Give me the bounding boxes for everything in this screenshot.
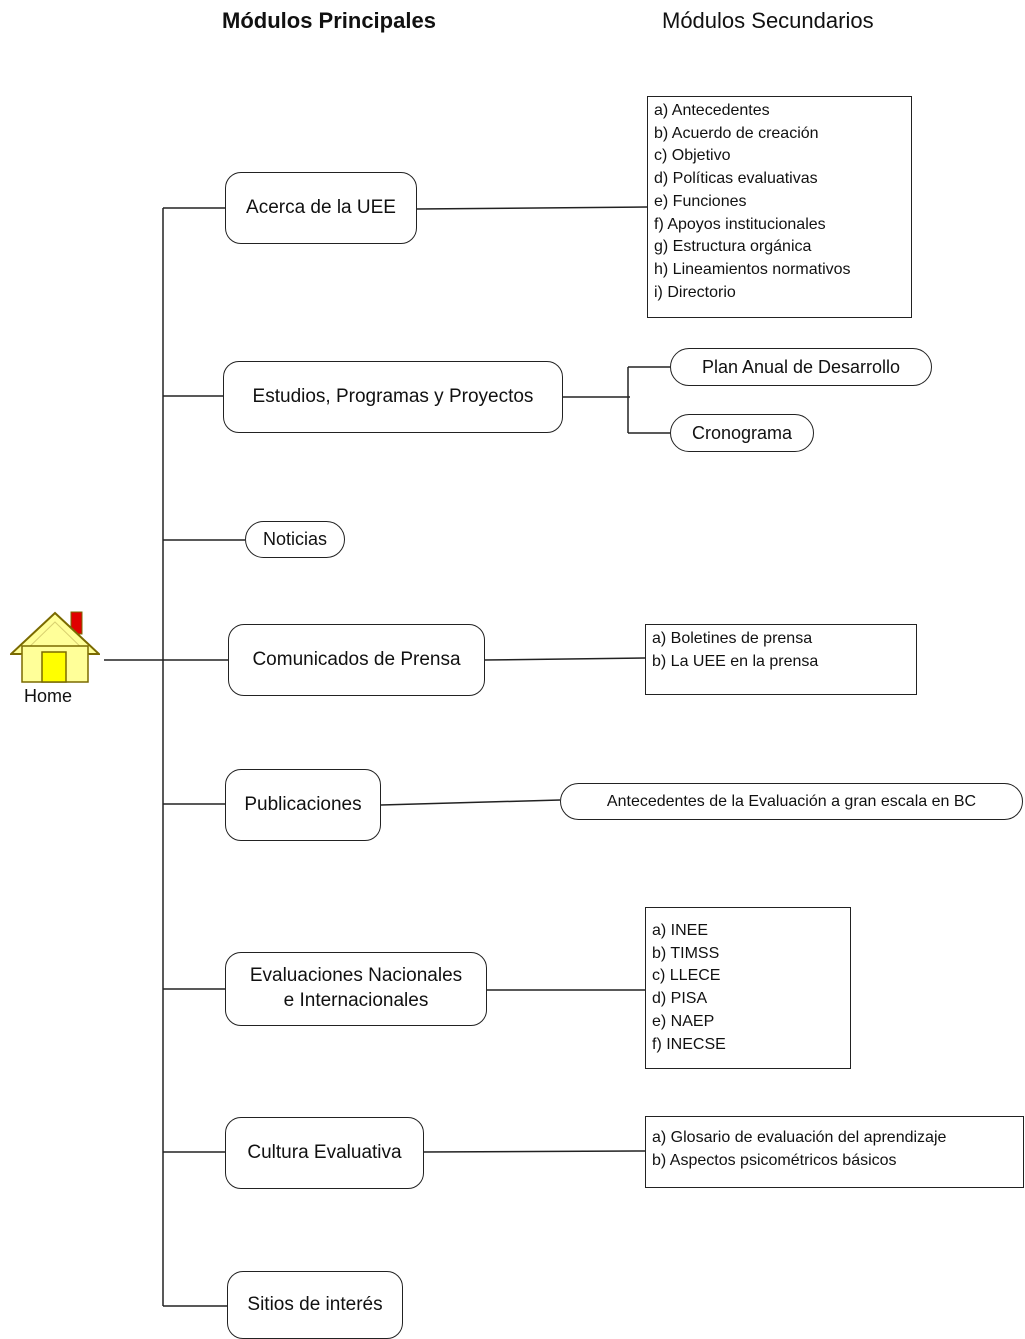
module-evaluaciones[interactable]: Evaluaciones Nacionales e Internacionale…	[225, 952, 487, 1026]
list-item[interactable]: b) Aspectos psicométricos básicos	[652, 1151, 897, 1169]
module-comunicados[interactable]: Comunicados de Prensa	[228, 624, 485, 696]
module-estudios[interactable]: Estudios, Programas y Proyectos	[223, 361, 563, 433]
link-comunicados-list	[483, 657, 646, 661]
list-item[interactable]: c) LLECE	[652, 967, 721, 985]
submodule-plan-anual[interactable]: Plan Anual de Desarrollo	[670, 348, 932, 386]
list-item[interactable]: b) Acuerdo de creación	[654, 124, 819, 142]
submodule-plan-anual-label: Plan Anual de Desarrollo	[701, 356, 901, 377]
list-item[interactable]: a) INEE	[652, 922, 709, 939]
comunicados-submodules-list: a) Boletines de prensa b) La UEE en la p…	[645, 624, 917, 695]
list-item[interactable]: a) Boletines de prensa	[652, 630, 813, 647]
list-item[interactable]: b) La UEE en la prensa	[652, 652, 819, 670]
list-item[interactable]: b) TIMSS	[652, 944, 720, 962]
cultura-submodules-list: a) Glosario de evaluación del aprendizaj…	[645, 1116, 1024, 1188]
home-label[interactable]: Home	[24, 686, 73, 706]
list-item[interactable]: d) PISA	[652, 990, 708, 1008]
module-acerca-label: Acerca de la UEE	[246, 196, 396, 218]
list-item[interactable]: e) Funciones	[654, 192, 747, 210]
submodule-antecedentes-evaluacion[interactable]: Antecedentes de la Evaluación a gran esc…	[560, 783, 1023, 820]
list-item[interactable]: f) Apoyos institucionales	[654, 215, 826, 233]
module-publicaciones-label: Publicaciones	[244, 793, 362, 815]
list-item[interactable]: d) Políticas evaluativas	[654, 170, 818, 188]
list-item[interactable]: i) Directorio	[654, 283, 736, 301]
module-evaluaciones-label-1: Evaluaciones Nacionales	[249, 965, 463, 987]
link-acerca-list	[415, 206, 648, 210]
module-noticias[interactable]: Noticias	[245, 521, 345, 558]
module-cultura-label: Cultura Evaluativa	[247, 1141, 402, 1163]
link-publicaciones-item	[379, 799, 561, 806]
secondary-modules-header: Módulos Secundarios	[662, 8, 874, 33]
module-comunicados-label: Comunicados de Prensa	[252, 648, 461, 670]
module-sitios[interactable]: Sitios de interés	[227, 1271, 403, 1339]
list-item[interactable]: e) NAEP	[652, 1012, 715, 1030]
list-item[interactable]: a) Glosario de evaluación del aprendizaj…	[652, 1129, 947, 1146]
submodule-cronograma[interactable]: Cronograma	[670, 414, 814, 452]
module-cultura[interactable]: Cultura Evaluativa	[225, 1117, 424, 1189]
list-item[interactable]: g) Estructura orgánica	[654, 238, 812, 256]
link-cultura-list	[422, 1150, 646, 1153]
submodule-cronograma-label: Cronograma	[691, 422, 793, 443]
module-noticias-label: Noticias	[262, 529, 328, 549]
evaluaciones-submodules-list: a) INEE b) TIMSS c) LLECE d) PISA e) NAE…	[645, 907, 851, 1069]
list-item[interactable]: a) Antecedentes	[654, 102, 770, 119]
list-item[interactable]: f) INECSE	[652, 1035, 726, 1053]
list-item[interactable]: c) Objetivo	[654, 147, 731, 165]
house-icon[interactable]	[10, 610, 100, 710]
list-item[interactable]: h) Lineamientos normativos	[654, 260, 851, 278]
module-sitios-label: Sitios de interés	[247, 1293, 383, 1315]
module-acerca[interactable]: Acerca de la UEE	[225, 172, 417, 244]
submodule-antecedentes-evaluacion-label: Antecedentes de la Evaluación a gran esc…	[606, 792, 977, 810]
acerca-submodules-list: a) Antecedentes b) Acuerdo de creación c…	[647, 96, 912, 318]
module-estudios-label: Estudios, Programas y Proyectos	[252, 385, 534, 407]
module-evaluaciones-label-2: e Internacionales	[283, 990, 429, 1011]
module-publicaciones[interactable]: Publicaciones	[225, 769, 381, 841]
main-modules-header: Módulos Principales	[222, 8, 436, 33]
